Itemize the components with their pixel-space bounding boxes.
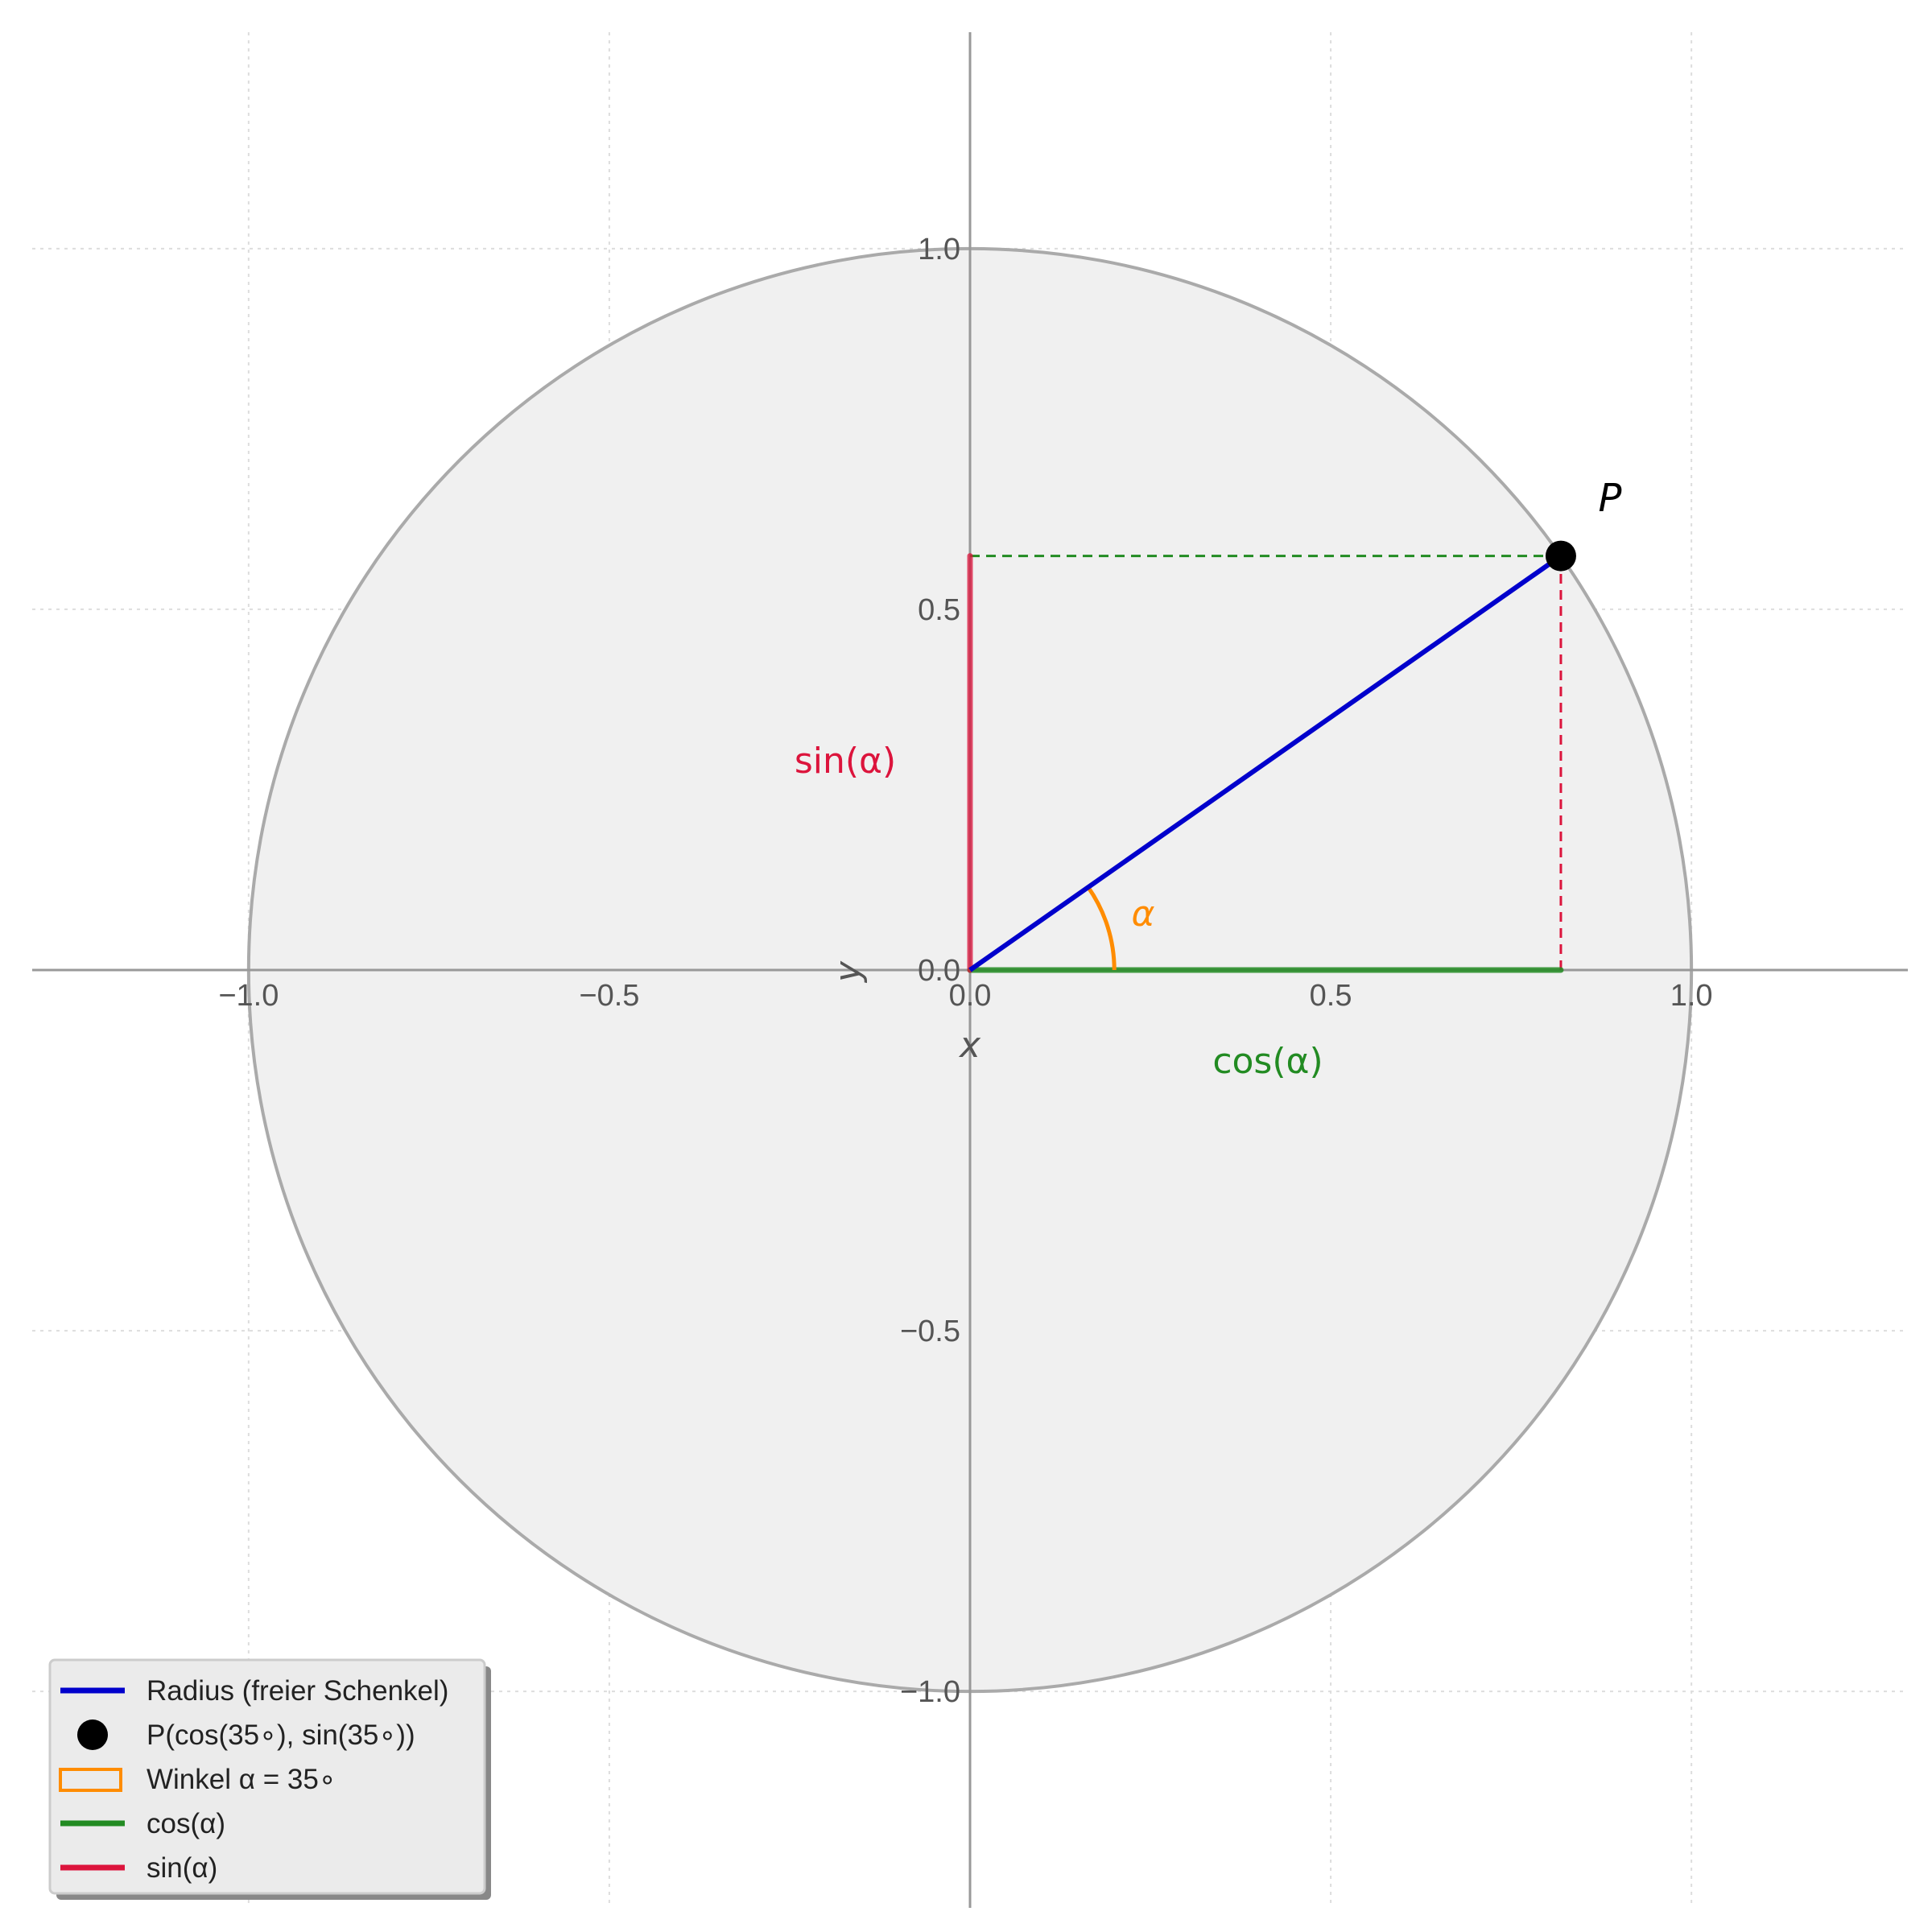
x-tick-label: 1.0 [1670, 979, 1713, 1013]
x-tick-label: 0.0 [949, 979, 992, 1013]
legend-swatch-marker [77, 1719, 108, 1750]
legend: Radius (freier Schenkel) P(cos(35∘), sin(… [48, 1658, 491, 1900]
cos-annotation: cos(α) [1212, 1041, 1323, 1082]
legend-label: cos(α) [147, 1808, 225, 1839]
legend-label: sin(α) [147, 1852, 217, 1884]
angle-arc [1086, 886, 1117, 971]
point-p [1545, 540, 1576, 572]
x-tick-label: −1.0 [218, 979, 279, 1013]
legend-label: Radius (freier Schenkel) [147, 1675, 448, 1707]
legend-swatch-patch [59, 1768, 122, 1792]
y-tick-label: −1.0 [900, 1675, 960, 1709]
y-tick-label: −0.5 [900, 1315, 960, 1348]
point-p-label: P [1599, 476, 1622, 521]
y-axis-label: y [828, 960, 869, 984]
x-axis-label: x [958, 1025, 981, 1066]
x-tick-label: 0.5 [1310, 979, 1352, 1013]
legend-label: P(cos(35∘), sin(35∘)) [147, 1719, 415, 1751]
radius-line [968, 554, 1563, 972]
y-tick-label: 0.0 [918, 954, 960, 988]
legend-entries: Radius (freier Schenkel) P(cos(35∘), sin(… [59, 1675, 448, 1884]
legend-frame [48, 1658, 486, 1895]
annotations: sin(α) cos(α) α P x y [795, 476, 1622, 1082]
sin-annotation: sin(α) [795, 741, 896, 782]
x-tick-label: −0.5 [579, 979, 639, 1013]
chart-marks [967, 540, 1576, 973]
legend-label: Winkel α = 35∘ [147, 1764, 336, 1795]
tick-labels: −1.0 −0.5 0.0 0.5 1.0 −1.0 −0.5 0.0 0.5 1.0 [218, 233, 1712, 1709]
alpha-annotation: α [1131, 894, 1154, 935]
y-tick-label: 0.5 [918, 593, 960, 627]
y-tick-label: 1.0 [918, 233, 960, 266]
